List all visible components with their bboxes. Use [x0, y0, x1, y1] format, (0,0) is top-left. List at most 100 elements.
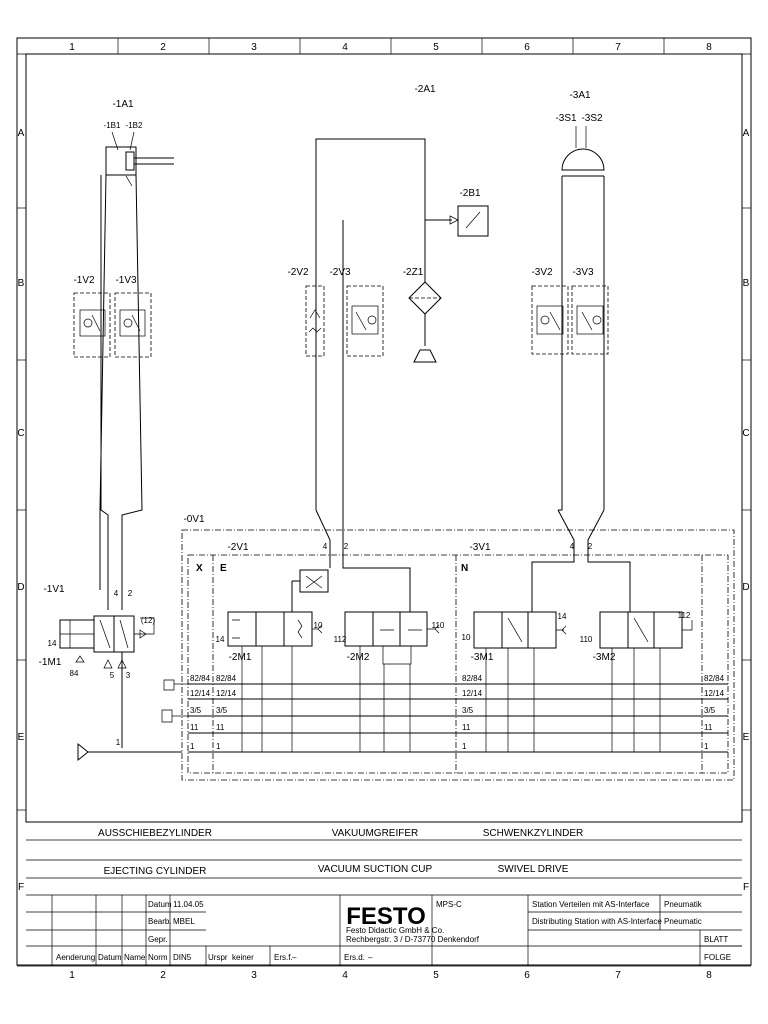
manifold-label: 82/84 — [190, 674, 211, 683]
company-address: Rechbergstr. 3 / D-73770 Denkendorf — [346, 935, 480, 944]
festo-logo: FESTO — [346, 903, 426, 930]
aenderung-label: Aenderung — [56, 953, 95, 962]
datum-value: 11.04.05 — [173, 900, 204, 909]
port-4: 4 — [114, 589, 119, 598]
row-labels-left: A B C D E F — [17, 128, 24, 893]
gepr-label: Gepr. — [148, 935, 168, 944]
swivel-drive-3a1-icon — [561, 126, 605, 177]
row-label: F — [743, 882, 749, 893]
title-de-2: VAKUUMGREIFER — [332, 828, 419, 839]
name-label: Name — [124, 953, 146, 962]
flow-control-valve-1v3-icon — [114, 292, 152, 358]
label-2v3: -2V3 — [329, 267, 351, 278]
mps-label: MPS-C — [436, 900, 462, 909]
norm-label: Norm — [148, 953, 168, 962]
col-label: 2 — [160, 42, 166, 53]
port-3: 3 — [126, 671, 131, 680]
manifold-label: 1 — [462, 742, 467, 751]
manifold-label: 3/5 — [216, 706, 228, 715]
manifold-label: 3/5 — [704, 706, 716, 715]
label-1v1: -1V1 — [43, 584, 65, 595]
title-de-1: AUSSCHIEBEZYLINDER — [98, 828, 212, 839]
valve-terminal-0v1: -0V1 X E N -2V1 -3V1 4 2 4 2 — [161, 509, 735, 781]
ersf-label: Ers.f. — [274, 953, 293, 962]
silencer-icon — [161, 679, 188, 723]
col-label: 5 — [433, 42, 439, 53]
title-de-3: SCHWENKZYLINDER — [483, 828, 584, 839]
norm-value: DIN5 — [173, 953, 192, 962]
title-en-2: VACUUM SUCTION CUP — [318, 864, 433, 875]
port-14: 14 — [558, 612, 567, 621]
manifold-label: 12/14 — [462, 689, 483, 698]
datum-label: Datum — [148, 900, 172, 909]
col-label: 5 — [433, 970, 439, 981]
supply-icon — [77, 742, 89, 762]
manifold-label: 1 — [190, 742, 195, 751]
row-label: D — [17, 582, 24, 593]
port-110: 110 — [580, 635, 593, 644]
row-label: E — [743, 732, 750, 743]
port-84: 84 — [70, 669, 79, 678]
label-3v1: -3V1 — [469, 542, 491, 553]
row-label: E — [18, 732, 25, 743]
manifold-label: 11 — [704, 723, 713, 732]
ejecting-cylinder-circuit: -1A1 -1B1 -1B2 -1V2 -1V3 — [39, 99, 182, 762]
label-3m1: -3M1 — [471, 652, 494, 663]
cylinder-1a1-icon — [105, 131, 174, 187]
filter-2z1-icon — [408, 281, 442, 363]
port-4: 4 — [570, 542, 575, 551]
col-label: 4 — [342, 42, 348, 53]
col-label: 1 — [69, 42, 75, 53]
flow-control-valve-2v3-icon — [346, 285, 384, 357]
manifold-label: 12/14 — [190, 689, 211, 698]
label-2v1: -2V1 — [227, 542, 249, 553]
col-label: 4 — [342, 970, 348, 981]
label-2z1: -2Z1 — [403, 267, 424, 278]
row-label: B — [18, 278, 25, 289]
label-3s2: -3S2 — [581, 113, 603, 124]
col-label: 2 — [160, 970, 166, 981]
valve-3m1-icon — [473, 611, 567, 649]
manifold-label: 1 — [704, 742, 709, 751]
port-5: 5 — [110, 671, 115, 680]
label-2m2: -2M2 — [347, 652, 370, 663]
port-2: 2 — [588, 542, 593, 551]
folge-label: FOLGE — [704, 953, 731, 962]
col-label: 6 — [524, 970, 530, 981]
port-10: 10 — [462, 633, 471, 642]
row-label: A — [18, 128, 25, 139]
vacuum-generator-icon — [291, 569, 329, 612]
label-2a1: -2A1 — [414, 84, 436, 95]
col-label: 1 — [69, 970, 75, 981]
manifold-label: 11 — [462, 723, 471, 732]
station-en: Distributing Station with AS-Interface — [532, 917, 662, 926]
label-1m1: -1M1 — [39, 657, 62, 668]
label-2v2: -2V2 — [287, 267, 309, 278]
title-en-1: EJECTING CYLINDER — [104, 866, 207, 877]
bearb-value: MBEL — [173, 917, 195, 926]
label-1a1: -1A1 — [112, 99, 134, 110]
label-0v1: -0V1 — [183, 514, 205, 525]
company-name: Festo Didactic GmbH & Co. — [346, 926, 444, 935]
manifold-channels — [188, 683, 728, 753]
col-label: 3 — [251, 42, 257, 53]
title-en-3: SWIVEL DRIVE — [498, 864, 569, 875]
urspr-label: Urspr — [208, 953, 228, 962]
port-1: 1 — [116, 738, 121, 747]
flow-control-valve-3v2-icon — [531, 285, 569, 355]
ersd-label: Ers.d. — [344, 953, 365, 962]
label-3v3: -3V3 — [572, 267, 594, 278]
port-2: 2 — [128, 589, 133, 598]
column-labels-bottom: 1 2 3 4 5 6 7 8 — [69, 970, 712, 981]
check-valve-2v2-icon — [305, 285, 325, 357]
label-3v2: -3V2 — [531, 267, 553, 278]
directional-valve-1v1-icon — [59, 615, 155, 669]
valve-2m2-icon — [344, 611, 440, 665]
pressure-switch-2b1-icon — [449, 205, 489, 237]
row-label: C — [17, 428, 24, 439]
manifold-label: 82/84 — [704, 674, 725, 683]
ersf-dash: – — [292, 953, 297, 962]
port-2: 2 — [344, 542, 349, 551]
manifold-label: 11 — [190, 723, 199, 732]
